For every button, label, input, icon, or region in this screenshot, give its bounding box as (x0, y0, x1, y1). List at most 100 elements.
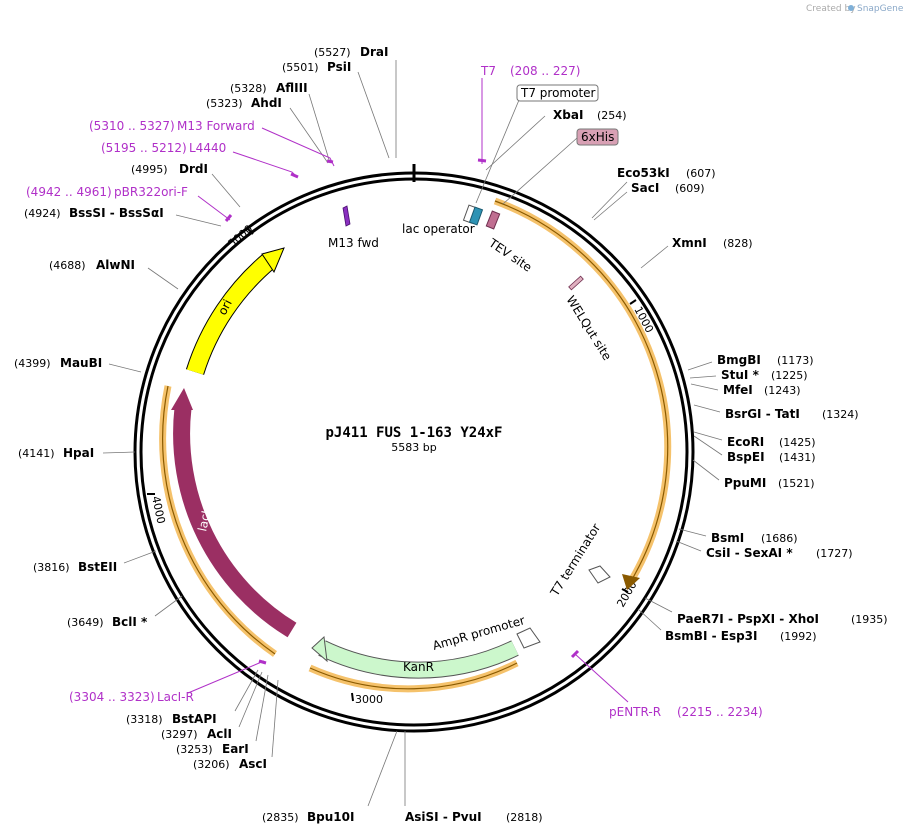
leader-bclI (154, 595, 183, 617)
leader-ppuMI (692, 459, 720, 481)
laci-orf-arc-line (162, 385, 276, 655)
leader-t7-promoter (475, 99, 520, 204)
leader-drdI (211, 173, 241, 208)
leader-bpu10I (367, 730, 398, 807)
primer-t7: T7 (480, 64, 496, 78)
leader-stuI (689, 375, 717, 379)
enzyme-pos-bsrGI: (1324) (822, 408, 859, 421)
enzyme-eco53kI: Eco53kI (617, 166, 670, 180)
enzyme-pos-xmnI: (828) (723, 237, 753, 250)
enzyme-pos-ahdI: (5323) (206, 97, 243, 110)
primer-mark-pentr-r (570, 649, 580, 659)
leader-l4440 (232, 151, 297, 177)
leader-xmnI (640, 245, 669, 269)
snapgene-brand: SnapGene (857, 4, 903, 14)
enzyme-ahdI: AhdI (251, 96, 282, 110)
enzyme-pos-mfeI: (1243) (764, 384, 801, 397)
primer-range-m13-forward: (5310 .. 5327) (89, 119, 175, 133)
enzyme-bsmBI: BsmBI - Esp3I (665, 629, 757, 643)
enzyme-pos-ecoRI: (1425) (779, 436, 816, 449)
leader-ecoRI (693, 431, 723, 441)
enzyme-alwNI: AlwNI (96, 258, 135, 272)
ori-feature (186, 253, 276, 375)
primer-laci-r: LacI-R (157, 690, 194, 704)
enzyme-pos-hpaI: (4141) (18, 447, 55, 460)
leader-hpaI (102, 451, 136, 454)
primer-pbr322ori-f: pBR322ori-F (114, 185, 188, 199)
tev-site-label: TEV site (485, 235, 534, 274)
leader-m13-forward (261, 127, 335, 167)
leader-sacI (593, 191, 628, 221)
leader-aflIII (308, 93, 331, 164)
tick-5000 (247, 228, 254, 235)
primer-range-pentr-r: (2215 .. 2234) (677, 705, 763, 719)
leader-pbr322ori-f (197, 195, 231, 221)
enzyme-pos-bstEII: (3816) (33, 561, 70, 574)
enzyme-bpu10I: Bpu10I (307, 810, 354, 824)
primer-pentr-r: pENTR-R (609, 705, 661, 719)
leader-bsrGI (693, 404, 721, 413)
enzyme-pos-bsssi: (4924) (24, 207, 61, 220)
leader-earI (255, 674, 269, 742)
m13-fwd-feature (342, 205, 351, 227)
leader-bstAPI (234, 669, 259, 712)
primer-range-l4440: (5195 .. 5212) (101, 141, 187, 155)
ori-arrowhead (261, 247, 285, 274)
enzyme-drdI: DrdI (179, 162, 208, 176)
enzyme-csiI: CsiI - SexAI * (706, 546, 793, 560)
plasmid-name: pJ411 FUS 1-163 Y24xF (325, 425, 502, 441)
lac-operator-feature (468, 206, 484, 226)
leader-bspEI (693, 435, 723, 456)
primer-m13-forward: M13 Forward (177, 119, 255, 133)
enzyme-pos-eco53kI: (607) (686, 167, 716, 180)
t7-promoter-label: T7 promoter (520, 86, 596, 100)
enzyme-bmgBI: BmgBI (717, 353, 761, 367)
credit-prefix: Created by (806, 4, 856, 14)
fus-orf-arrowhead (622, 574, 640, 590)
enzyme-pos-earI: (3253) (176, 743, 213, 756)
enzyme-pos-psil: (5501) (282, 61, 319, 74)
6xhis-label: 6xHis (581, 130, 614, 144)
enzyme-pos-stuI: (1225) (771, 369, 808, 382)
tick-label-3000: 3000 (355, 693, 383, 706)
enzyme-pos-mauBI: (4399) (14, 357, 51, 370)
kanr-arrowhead (311, 635, 328, 663)
primer-range-laci-r: (3304 .. 3323) (69, 690, 155, 704)
enzyme-earI: EarI (222, 742, 249, 756)
enzyme-pos-dral: (5527) (314, 46, 351, 59)
leader-bstEII (123, 550, 157, 564)
enzyme-bsrGI: BsrGI - TatI (725, 407, 800, 421)
laci-arrowhead (171, 388, 193, 410)
enzyme-dral: DraI (360, 45, 388, 59)
enzyme-pos-aflIII: (5328) (230, 82, 267, 95)
primer-mark-l4440 (290, 172, 299, 179)
enzyme-ecoRI: EcoRI (727, 435, 764, 449)
enzyme-sacI: SacI (631, 181, 659, 195)
6xhis-box (576, 128, 619, 146)
tick-3000 (351, 692, 354, 702)
t7-terminator-feature (588, 565, 611, 584)
m13-fwd-label: M13 fwd (328, 236, 379, 250)
tick-2000 (621, 588, 629, 593)
enzyme-ascI: AscI (239, 757, 267, 771)
enzyme-pos-aclI: (3297) (161, 728, 198, 741)
enzyme-pos-alwNI: (4688) (49, 259, 86, 272)
leader-xbaI (485, 115, 546, 171)
leader-bsmBI (637, 608, 662, 631)
enzyme-bsmI: BsmI (711, 531, 744, 545)
enzyme-bstAPI: BstAPI (172, 712, 217, 726)
leader-mauBI (108, 363, 142, 373)
snapgene-logo-icon (848, 5, 854, 11)
leader-6xhis (502, 137, 578, 205)
enzyme-pos-xbaI: (254) (597, 109, 627, 122)
enzyme-pos-ppuMI: (1521) (778, 477, 815, 490)
tev-site-feature (485, 210, 501, 230)
lac-operator-label: lac operator (402, 222, 475, 236)
enzyme-pos-bsmBI: (1992) (780, 630, 817, 643)
plasmid-size: 5583 bp (391, 441, 436, 454)
leader-bsssi (175, 214, 222, 227)
leader-laci-r (187, 660, 265, 694)
tick-1000 (629, 299, 637, 305)
kanr-orf-arc-line (309, 662, 518, 690)
